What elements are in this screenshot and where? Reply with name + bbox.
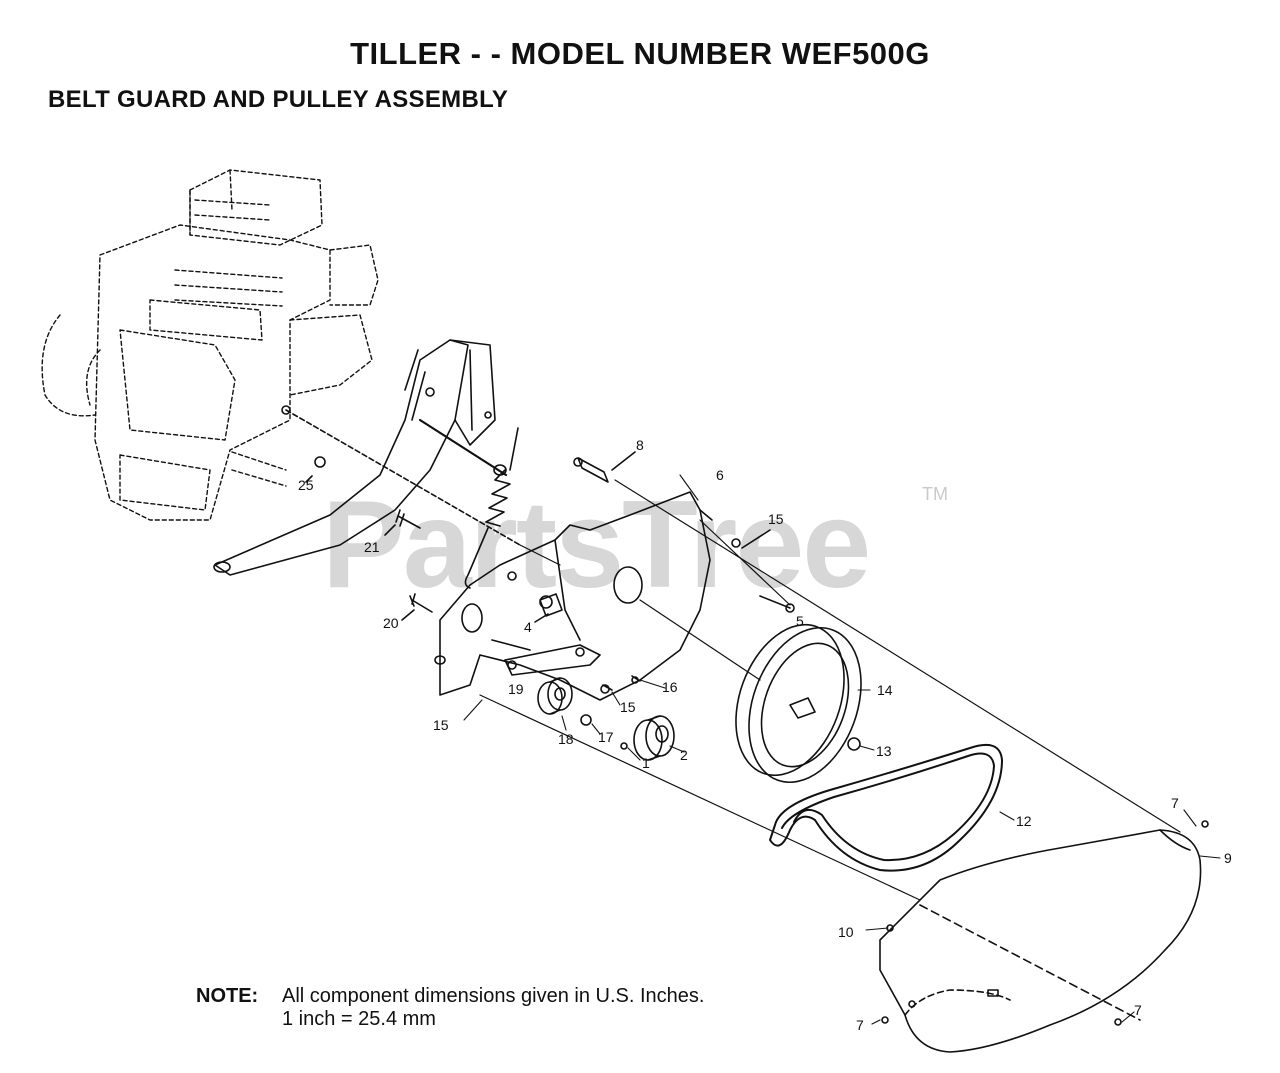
note-line-2: 1 inch = 25.4 mm [282, 1008, 436, 1030]
callout-4: 4 [524, 619, 532, 635]
tension-spring [464, 427, 519, 589]
bracket-arm [213, 339, 508, 576]
belt-guard-back-plate [434, 491, 713, 701]
drive-pulley [735, 623, 862, 784]
callout-15-upper: 15 [768, 511, 784, 527]
callout-21: 21 [364, 539, 380, 555]
callout-14: 14 [877, 682, 893, 698]
engine-outline [41, 169, 379, 521]
callout-12: 12 [1016, 813, 1032, 829]
v-belt [769, 744, 1003, 872]
small-pulley [633, 715, 675, 761]
callout-7-bottom: 7 [856, 1017, 864, 1033]
callout-1: 1 [642, 755, 650, 771]
watermark-trademark: TM [922, 484, 948, 504]
callout-13: 13 [876, 743, 892, 759]
note-label: NOTE: [196, 985, 259, 1007]
units-note: NOTE: All component dimensions given in U… [196, 985, 704, 1031]
callout-18: 18 [558, 731, 574, 747]
partstree-watermark: PartsTree [322, 476, 871, 614]
leader-lines [463, 474, 1221, 1025]
callout-17: 17 [598, 729, 614, 745]
callout-15-left: 15 [433, 717, 449, 733]
callout-5: 5 [796, 613, 804, 629]
callout-10: 10 [838, 924, 854, 940]
callout-16: 16 [662, 679, 678, 695]
note-line-1: All component dimensions given in U.S. I… [282, 985, 705, 1007]
callout-15-middle: 15 [620, 699, 636, 715]
callout-19: 19 [508, 681, 524, 697]
callout-2: 2 [680, 747, 688, 763]
section-title: BELT GUARD AND PULLEY ASSEMBLY [48, 86, 509, 113]
page-title: TILLER - - MODEL NUMBER WEF500G [350, 36, 930, 71]
callout-7-top: 7 [1171, 795, 1179, 811]
callout-9: 9 [1224, 850, 1232, 866]
belt-guard-cover [879, 829, 1202, 1053]
callout-25: 25 [298, 477, 314, 493]
idler-pulley [537, 677, 573, 715]
callout-8: 8 [636, 437, 644, 453]
callout-6: 6 [716, 467, 724, 483]
callout-7-right: 7 [1134, 1002, 1142, 1018]
callout-20: 20 [383, 615, 399, 631]
